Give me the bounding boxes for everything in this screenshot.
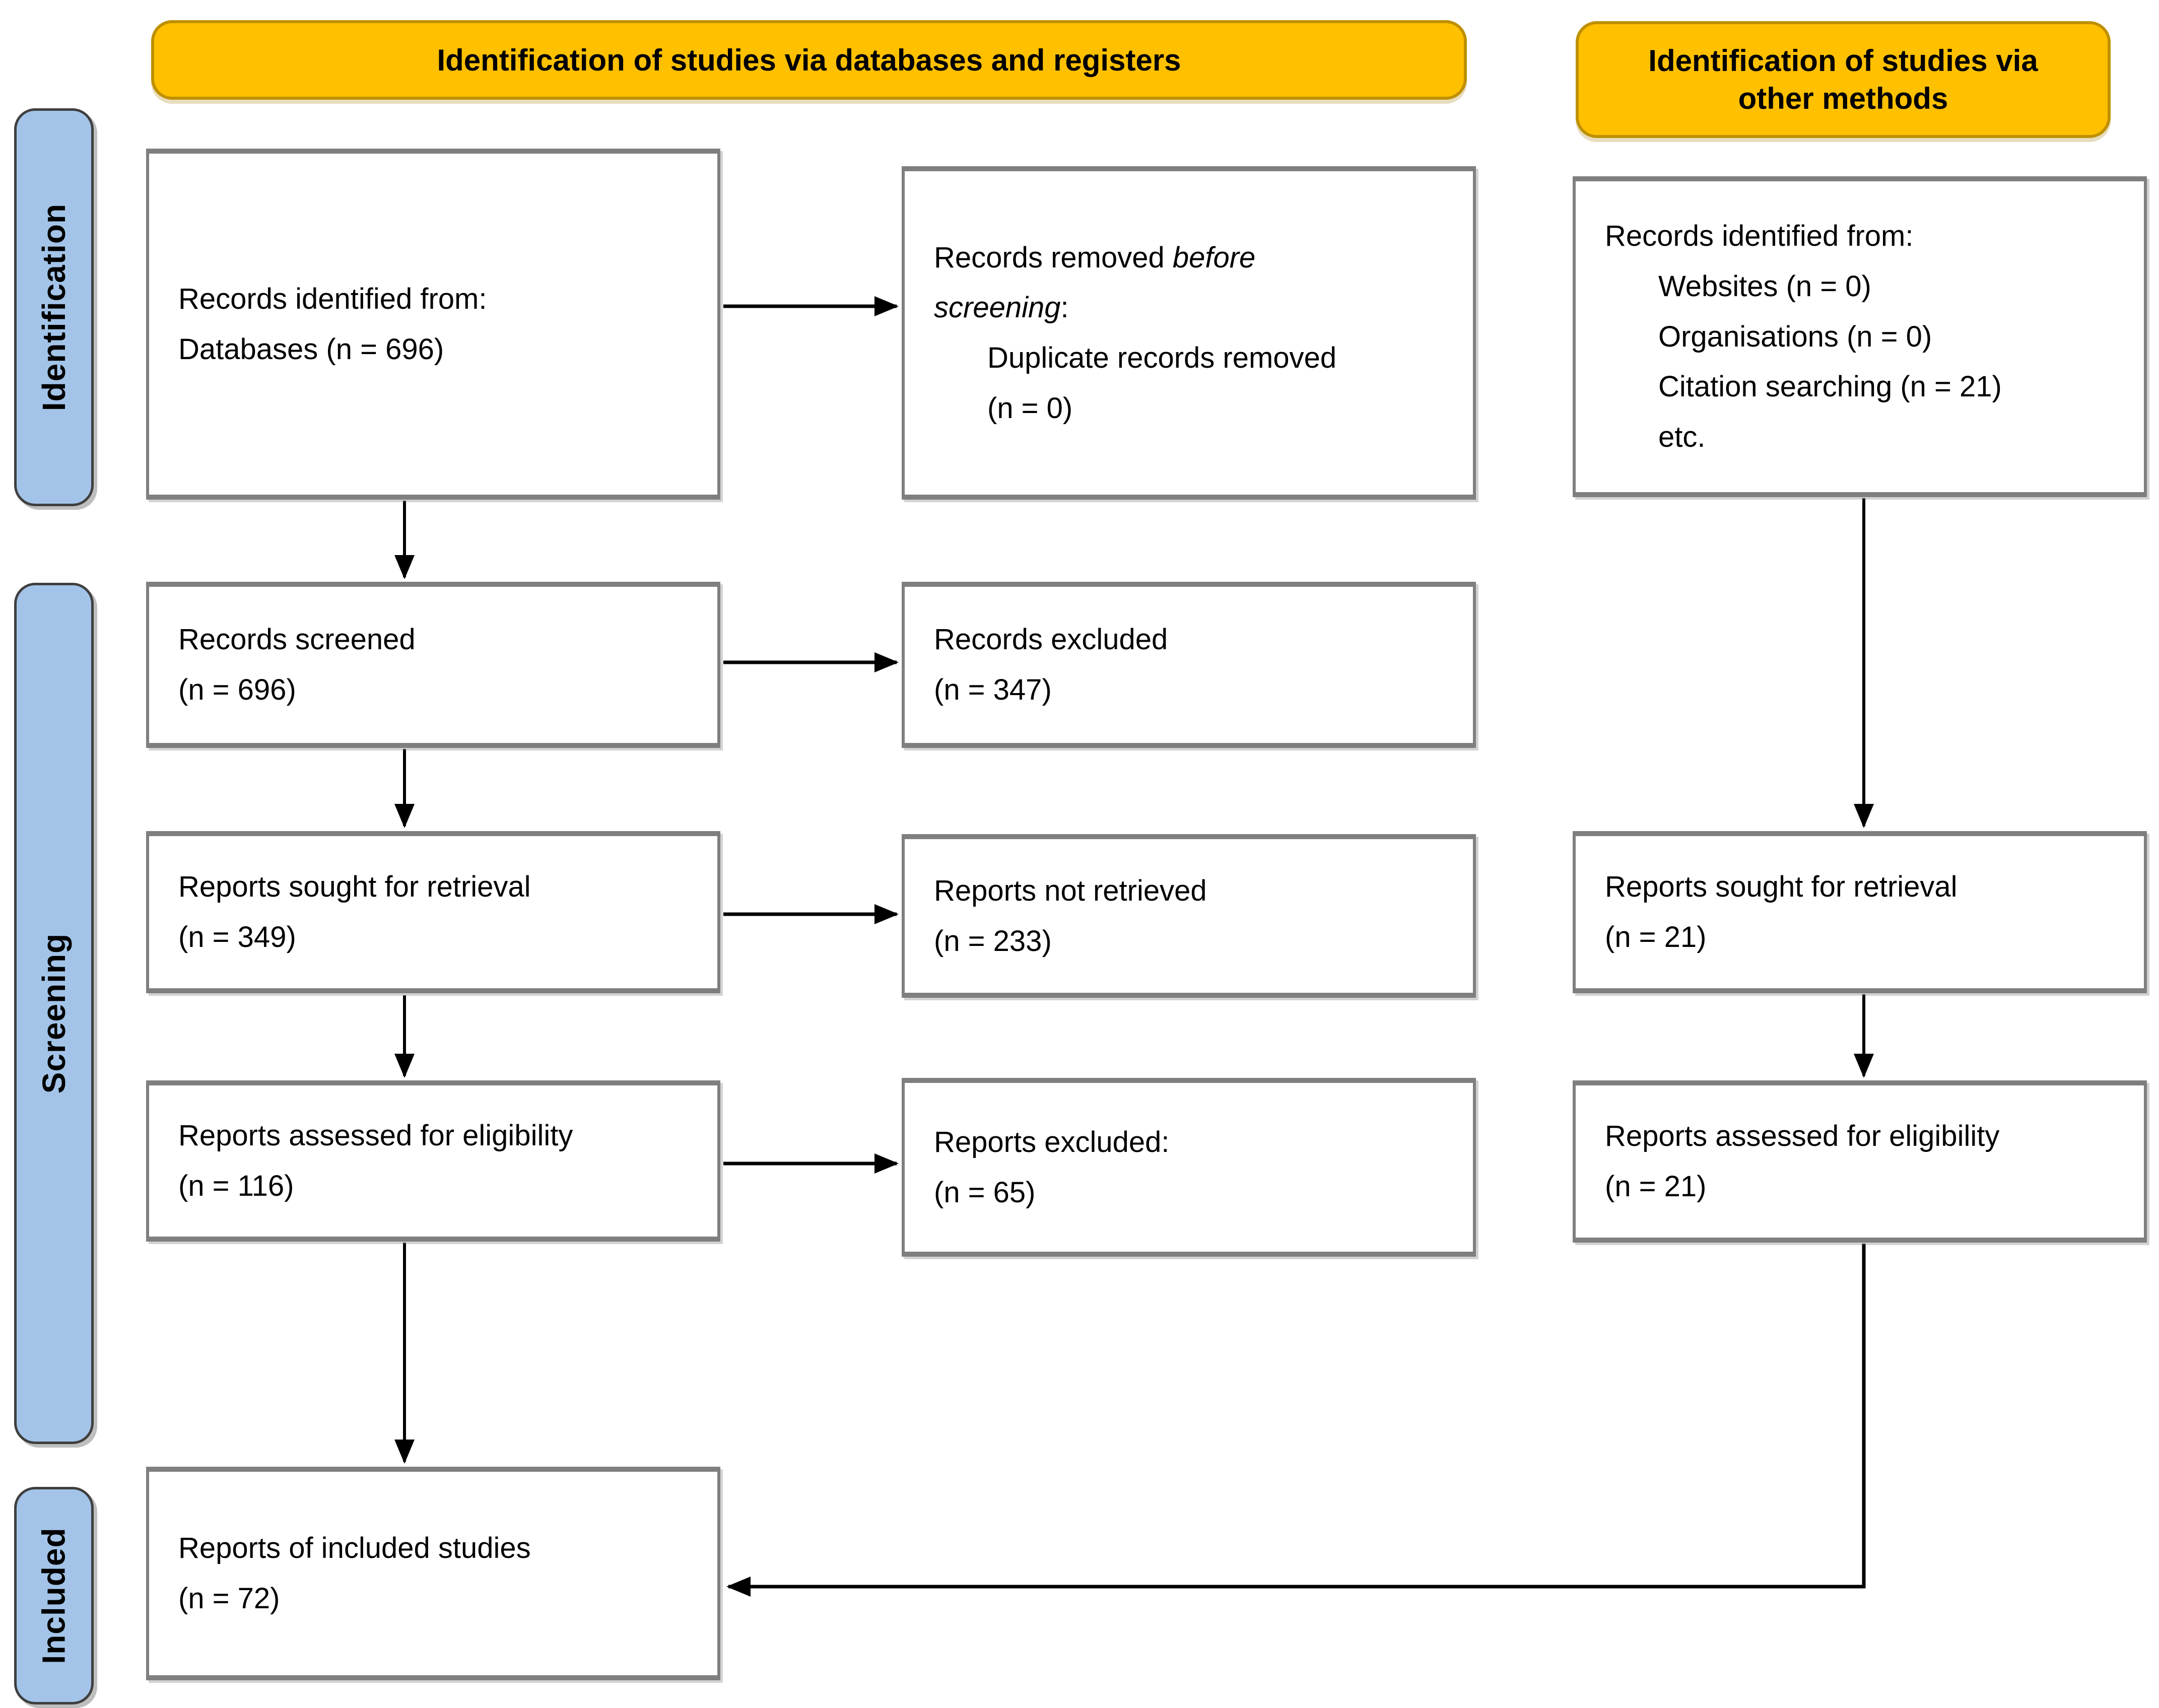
text-line: Records excluded	[934, 623, 1168, 656]
text-line: Reports sought for retrieval	[178, 870, 531, 904]
text-line: Citation searching (n = 21)	[1658, 370, 2002, 403]
text-line: (n = 21)	[1605, 921, 1707, 953]
sidebar-screening: Screening	[14, 583, 94, 1444]
banner-databases-registers: Identification of studies via databases …	[151, 20, 1467, 100]
text-line: (n = 696)	[178, 673, 296, 706]
text-line: (n = 0)	[987, 391, 1073, 425]
text-line: Reports not retrieved	[934, 874, 1207, 907]
box-records-screened: Records screened (n = 696)	[146, 582, 720, 748]
text-line: Records identified from:	[178, 282, 487, 315]
sidebar-screening-label: Screening	[36, 933, 72, 1094]
text-line: etc.	[1658, 421, 1706, 454]
text-line: (n = 349)	[178, 921, 296, 953]
banner-other-methods: Identification of studies via other meth…	[1576, 21, 2111, 138]
banner-other-methods-label: Identification of studies via other meth…	[1648, 44, 2038, 115]
box-reports-not-retrieved: Reports not retrieved (n = 233)	[902, 834, 1476, 998]
text-line: Organisations (n = 0)	[1658, 320, 1932, 353]
box-reports-sought: Reports sought for retrieval (n = 349)	[146, 831, 720, 993]
banner-databases-registers-label: Identification of studies via databases …	[437, 43, 1181, 77]
box-records-excluded: Records excluded (n = 347)	[902, 582, 1476, 748]
sidebar-included-label: Included	[36, 1527, 72, 1664]
text-line: Reports sought for retrieval	[1605, 870, 1958, 904]
text-line: Reports assessed for eligibility	[1605, 1120, 2000, 1153]
text-line: (n = 72)	[178, 1582, 280, 1615]
text-line: screening:	[934, 291, 1069, 324]
sidebar-included: Included	[14, 1487, 94, 1704]
text-line: (n = 21)	[1605, 1170, 1707, 1203]
box-reports-sought-other: Reports sought for retrieval (n = 21)	[1573, 831, 2147, 993]
text-line: Websites (n = 0)	[1658, 269, 1871, 303]
text-line: Records screened	[178, 623, 416, 656]
text-line: (n = 65)	[934, 1176, 1036, 1209]
text-line: Reports of included studies	[178, 1532, 531, 1565]
box-reports-included: Reports of included studies (n = 72)	[146, 1467, 720, 1680]
box-records-removed-before-screening: Records removed before screening: Duplic…	[902, 166, 1476, 500]
text-line: Databases (n = 696)	[178, 332, 444, 366]
text-line: Records identified from:	[1605, 220, 1914, 253]
text-line: Reports excluded:	[934, 1125, 1170, 1158]
box-records-identified-other: Records identified from: Websites (n = 0…	[1573, 176, 2147, 497]
box-records-identified-databases: Records identified from: Databases (n = …	[146, 149, 720, 500]
text-line: Records removed before	[934, 241, 1256, 274]
box-reports-assessed: Reports assessed for eligibility (n = 11…	[146, 1080, 720, 1242]
text-line: Reports assessed for eligibility	[178, 1119, 573, 1152]
text-line: (n = 116)	[178, 1170, 294, 1202]
box-reports-assessed-other: Reports assessed for eligibility (n = 21…	[1573, 1080, 2147, 1243]
box-reports-excluded: Reports excluded: (n = 65)	[902, 1078, 1476, 1257]
arrow-otherassessed-to-included	[726, 1244, 1866, 1597]
text-line: (n = 233)	[934, 924, 1052, 958]
sidebar-identification-label: Identification	[36, 203, 72, 412]
sidebar-identification: Identification	[14, 108, 94, 506]
text-line: Duplicate records removed	[987, 341, 1337, 374]
text-line: (n = 347)	[934, 673, 1052, 706]
